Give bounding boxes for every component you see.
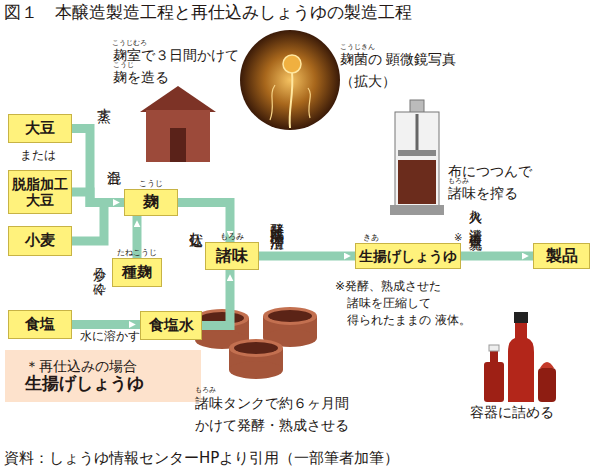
ruby-text: こうじきん — [340, 44, 375, 52]
small-bottle — [484, 362, 504, 402]
hypha — [290, 72, 293, 128]
tank-bottom — [229, 361, 283, 379]
photo-circle — [240, 30, 340, 130]
box-label: 麹 — [143, 193, 159, 211]
figure-title: 図１ 本醸造製造工程と再仕込みしょうゆの製造工程 — [4, 3, 412, 22]
bottle-cap — [489, 345, 499, 351]
box-label: 食塩水 — [149, 317, 194, 334]
tank-rim — [263, 307, 317, 325]
flow-connector — [72, 320, 140, 329]
ingredient-box: 大豆 — [8, 114, 72, 143]
box-label: ＊再仕込みの場合 — [25, 358, 137, 374]
dispenser-cap — [540, 362, 554, 368]
large-bottle — [508, 322, 534, 402]
box-label: 生揚げしょうゆ — [359, 248, 457, 264]
conidia-head — [283, 55, 301, 73]
flow-connector — [72, 129, 124, 203]
ruby-text: きあ — [363, 234, 379, 243]
annotation: 容器に詰める — [470, 405, 554, 420]
hypha — [308, 88, 310, 118]
koji-room-illustration — [140, 86, 216, 162]
roof — [140, 86, 216, 112]
moromi-cloth — [398, 160, 436, 204]
note-box: ＊再仕込みの場合生揚げしょうゆ — [5, 350, 201, 402]
dispenser-bottle — [538, 368, 556, 402]
process-box: 食塩水 — [140, 311, 202, 340]
process-label: 仕込む — [188, 222, 203, 238]
process-box: 種麹 — [112, 258, 162, 287]
press-illustration — [390, 100, 444, 215]
product-box: 製品 — [533, 243, 590, 269]
box-label: 大豆 — [25, 120, 55, 137]
flow-connector — [461, 252, 533, 261]
ingredient-box: 食塩 — [8, 310, 72, 339]
ruby-text: たねこうじ — [117, 249, 157, 258]
annotation: または — [20, 149, 56, 162]
process-label: 発酵 熟成 圧搾 清澄 — [266, 212, 287, 242]
box-label: 諸味 — [216, 247, 248, 265]
process-box: 生揚げしょうゆ — [355, 243, 461, 269]
ruby-text: こうじ — [139, 180, 163, 189]
microscope-photo — [240, 30, 340, 130]
box-label: 製品 — [546, 247, 578, 265]
wall — [146, 110, 210, 162]
ruby-text: こうじむろ — [112, 40, 147, 48]
hypha — [270, 85, 275, 120]
footnote-mark: ※ — [454, 232, 462, 243]
box-label: 小麦 — [25, 232, 55, 249]
annotation: 麹菌の 顕微鏡写真（拡大） — [340, 48, 470, 92]
press-screw — [416, 114, 419, 150]
flow-connector — [72, 203, 124, 242]
process-label: 火入れ 清澄 検査 充填 — [467, 200, 483, 242]
annotation: 諸味タンクで約６ヶ月間 かけて発酵・熟成させる — [195, 392, 355, 436]
process-box: 諸味 — [205, 242, 259, 270]
press-base — [390, 205, 444, 215]
ingredient-box: 脱脂加工 大豆 — [8, 170, 72, 214]
box-label: 脱脂加工 大豆 — [9, 176, 71, 208]
tank-rim — [229, 339, 283, 357]
process-label: 炒る・砕く — [92, 258, 106, 288]
flow-connector — [259, 252, 355, 261]
tank-moromi — [268, 310, 312, 322]
box-label: 食塩 — [25, 316, 55, 333]
bottle-illustration — [484, 312, 556, 402]
ruby-text: もろみ — [195, 387, 216, 395]
ruby-text: もろみ — [220, 233, 244, 242]
flow-connector — [202, 270, 230, 326]
press-frame — [395, 112, 439, 208]
footnote: ※発酵、熟成させた 諸味を圧縮して 得られたままの 液体。 — [335, 278, 477, 329]
ruby-text: もろみ — [448, 178, 469, 186]
tank-illustration — [195, 307, 317, 379]
bottle-cap — [514, 312, 528, 323]
process-label: 蒸す — [96, 98, 111, 114]
box-body: 生揚げしょうゆ — [25, 374, 144, 394]
source-caption: 資料：しょうゆ情報センターHPより引用（一部筆者加筆） — [4, 450, 399, 467]
bottle-neck — [490, 350, 498, 364]
process-box: 麹 — [124, 189, 178, 216]
box-label: 種麹 — [122, 264, 152, 281]
press-plate — [398, 150, 436, 156]
tank-moromi — [234, 342, 278, 354]
process-label: 水に溶かす — [80, 330, 140, 343]
ingredient-box: 小麦 — [8, 226, 72, 256]
door — [170, 128, 186, 162]
ruby-text: こうじ — [113, 62, 134, 70]
